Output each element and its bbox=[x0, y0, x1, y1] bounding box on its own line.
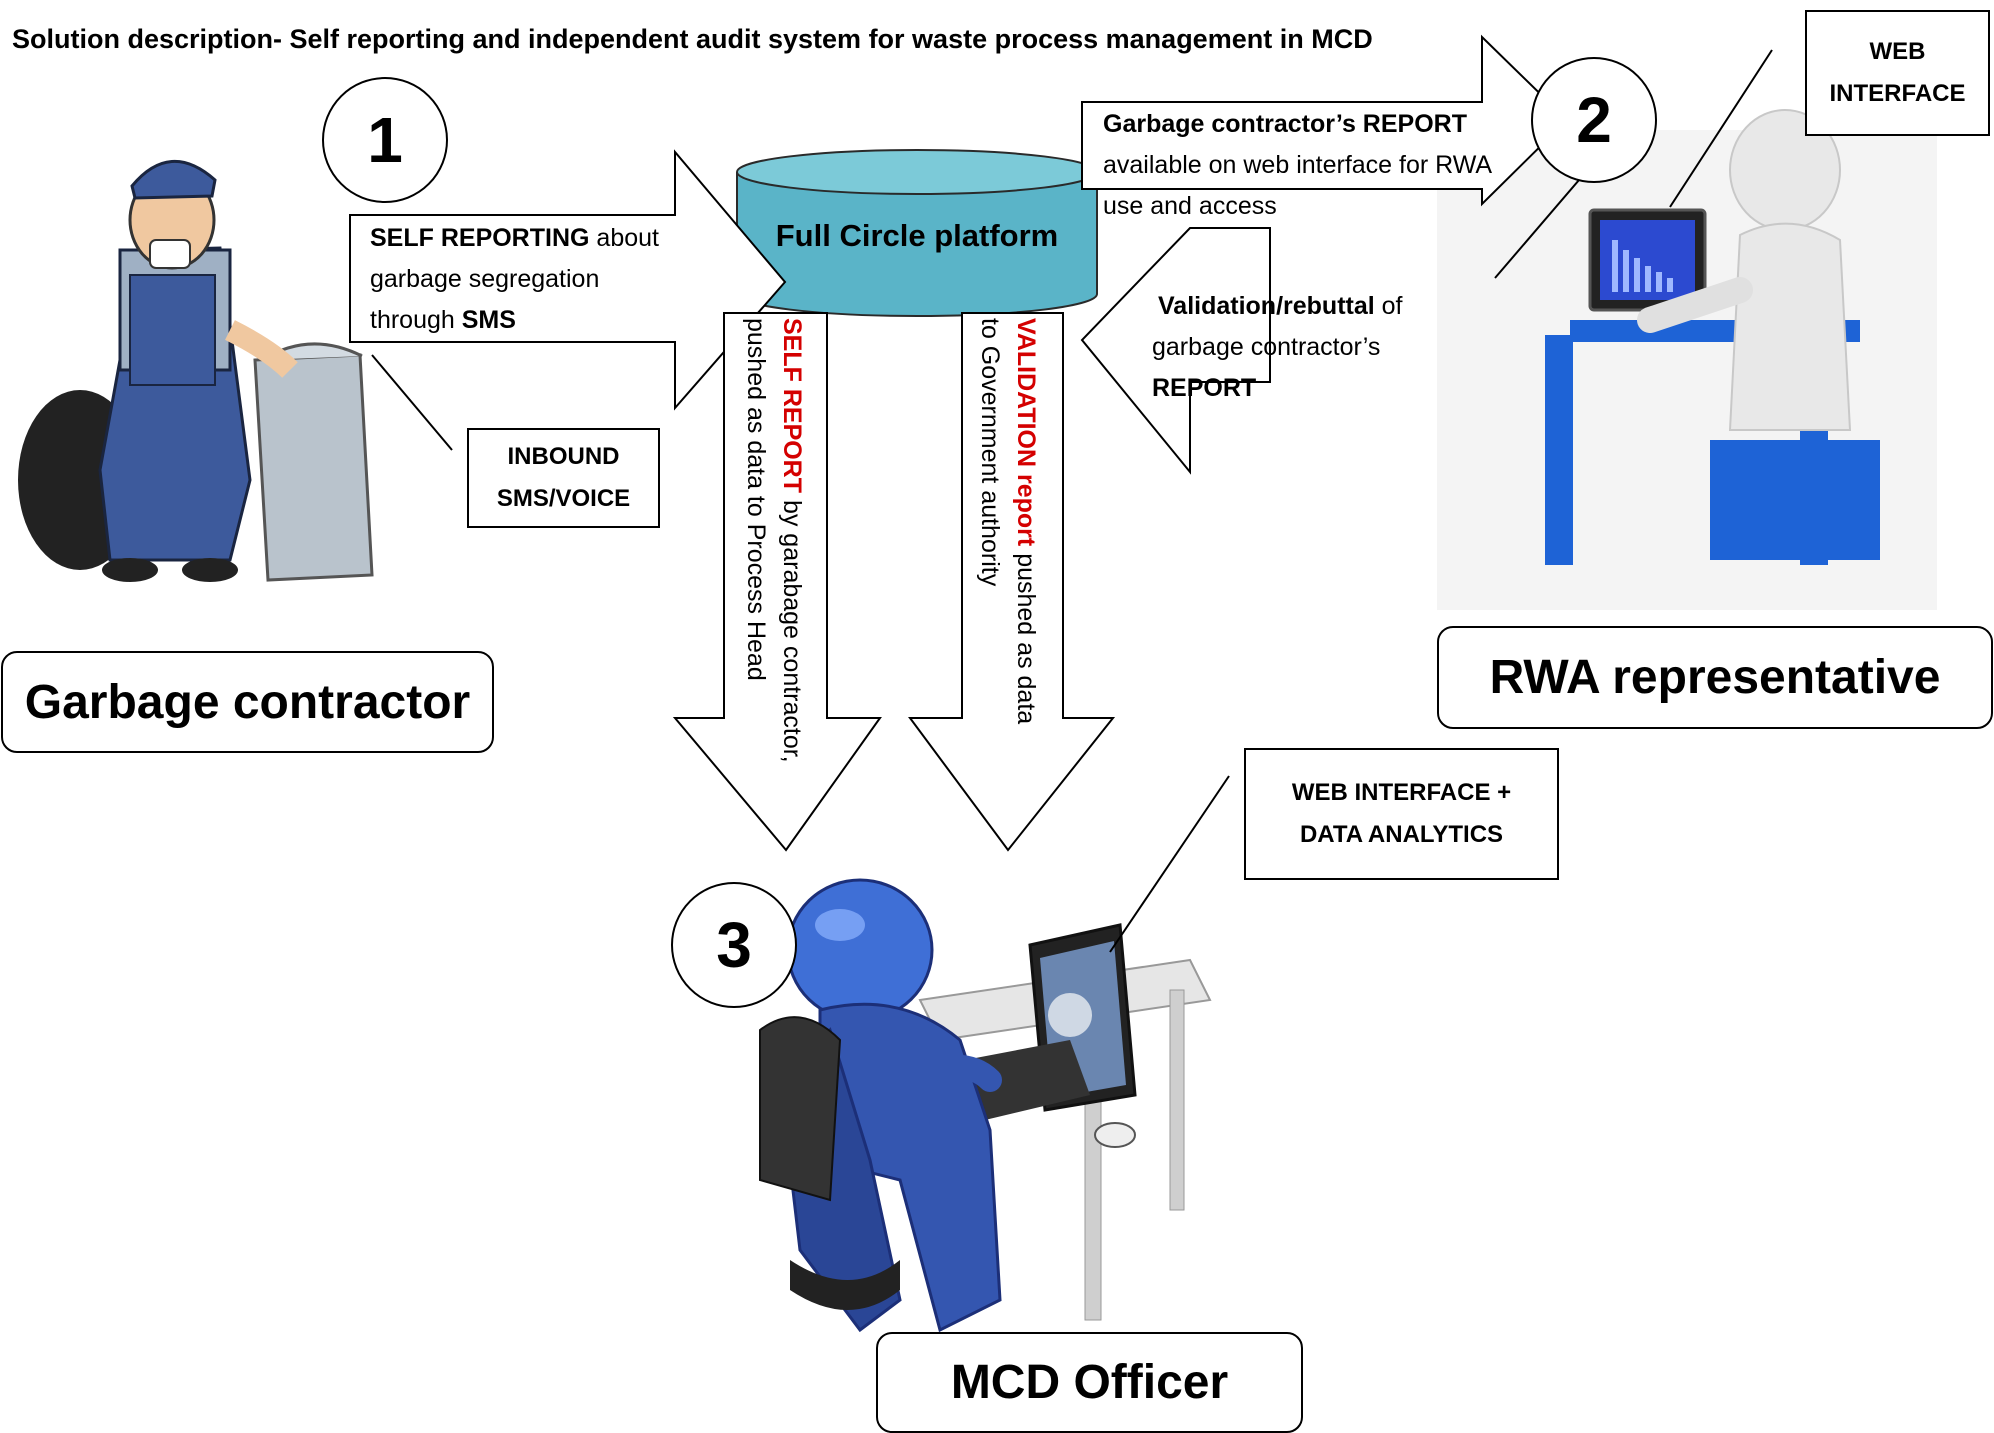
self-report-vertical-text: SELF REPORT by garabage contractor, push… bbox=[738, 318, 810, 763]
web-interface-leader-line bbox=[1669, 49, 1773, 208]
step-3-circle bbox=[671, 882, 797, 1008]
inbound-callout: INBOUND SMS/VOICE bbox=[467, 428, 660, 528]
self-report-line2: pushed as data to Process Head bbox=[742, 318, 770, 681]
web-interface-callout: WEB INTERFACE bbox=[1805, 10, 1990, 136]
validation-down-arrow bbox=[908, 312, 1116, 852]
self-reporting-line3a: through bbox=[370, 306, 462, 334]
self-reporting-line2: garbage segregation bbox=[370, 265, 600, 293]
validation-report-vertical-text: VALIDATION report pushed as data to Gove… bbox=[972, 318, 1044, 724]
step-3-number: 3 bbox=[716, 909, 752, 981]
self-reporting-bold: SELF REPORTING bbox=[370, 224, 590, 252]
rwa-representative-label: RWA representative bbox=[1437, 626, 1993, 729]
contractor-report-line2: available on web interface for RWA bbox=[1103, 151, 1493, 179]
platform-label: Full Circle platform bbox=[775, 218, 1059, 253]
self-reporting-text: SELF REPORTING about garbage segregation… bbox=[370, 218, 670, 341]
self-report-rest: by garabage contractor, bbox=[778, 493, 806, 763]
validation-text: Validation/rebuttal of garbage contracto… bbox=[1152, 282, 1522, 413]
validation-report-red: VALIDATION report bbox=[1012, 318, 1040, 547]
rwa-representative-illustration bbox=[1437, 109, 1937, 610]
mcd-officer-illustration bbox=[759, 878, 1212, 1333]
web-analytics-line2: DATA ANALYTICS bbox=[1299, 821, 1504, 848]
step-1-number: 1 bbox=[367, 104, 403, 176]
validation-arrow bbox=[1080, 227, 1271, 475]
contractor-report-bold: Garbage contractor’s REPORT bbox=[1103, 110, 1467, 138]
contractor-report-text: Garbage contractor’s REPORT available on… bbox=[1103, 104, 1523, 227]
page-title: Solution description- Self reporting and… bbox=[12, 24, 1373, 54]
self-report-red: SELF REPORT bbox=[778, 318, 806, 494]
step-2-circle bbox=[1531, 57, 1657, 183]
garbage-contractor-label: Garbage contractor bbox=[1, 651, 494, 753]
validation-report-rest: pushed as data bbox=[1012, 546, 1040, 725]
validation-rest: of bbox=[1374, 292, 1403, 320]
garbage-contractor-illustration bbox=[18, 159, 374, 582]
web-analytics-leader-line bbox=[1109, 775, 1230, 953]
step-1-circle bbox=[322, 77, 448, 203]
self-reporting-rest: about bbox=[589, 224, 659, 252]
validation-bold: Validation/rebuttal bbox=[1158, 292, 1375, 320]
contractor-report-arrow bbox=[1081, 34, 1569, 207]
inbound-line1: INBOUND bbox=[507, 443, 620, 470]
web-interface-line1: WEB bbox=[1869, 38, 1926, 65]
web-interface-line2: INTERFACE bbox=[1829, 80, 1966, 107]
validation-line3: REPORT bbox=[1152, 374, 1257, 402]
step-2-number: 2 bbox=[1576, 84, 1612, 156]
validation-report-line2: to Government authority bbox=[976, 318, 1004, 587]
inbound-line2: SMS/VOICE bbox=[496, 485, 631, 512]
self-report-down-arrow bbox=[672, 312, 882, 852]
validation-line2: garbage contractor’s bbox=[1152, 333, 1381, 361]
full-circle-platform-cylinder bbox=[736, 149, 1098, 317]
web-analytics-line1: WEB INTERFACE + bbox=[1291, 779, 1512, 806]
inbound-leader-line bbox=[371, 354, 453, 451]
web-analytics-callout: WEB INTERFACE + DATA ANALYTICS bbox=[1244, 748, 1559, 880]
contractor-report-line3: use and access bbox=[1103, 192, 1277, 220]
self-reporting-sms: SMS bbox=[461, 306, 516, 334]
mcd-officer-label: MCD Officer bbox=[876, 1332, 1303, 1433]
